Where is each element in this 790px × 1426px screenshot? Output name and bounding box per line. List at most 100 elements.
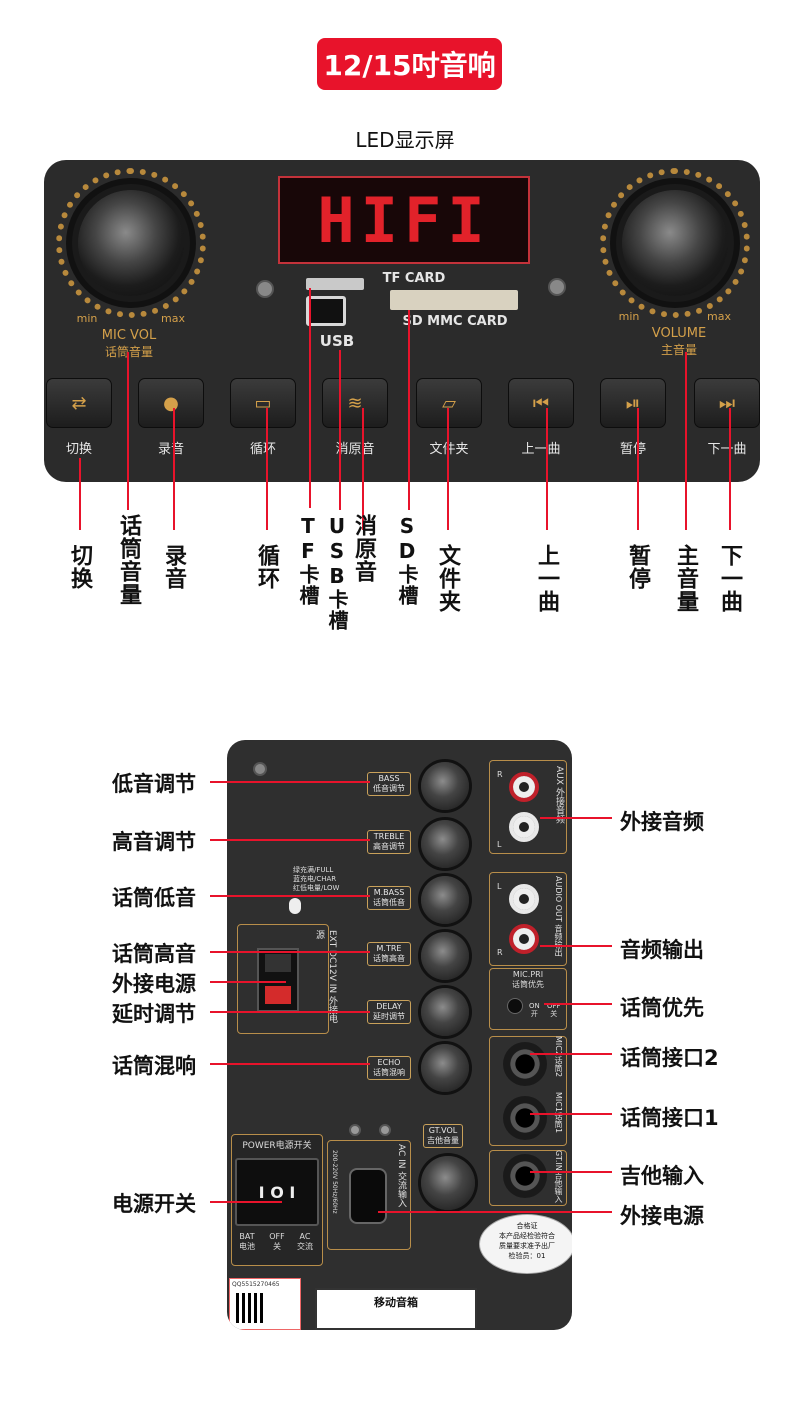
mic-volume-knob[interactable] xyxy=(78,190,184,296)
switch-button[interactable]: ⇄ xyxy=(46,378,112,428)
mic-priority-title-en: MIC.PRI xyxy=(512,970,544,979)
master-volume-knob[interactable] xyxy=(622,190,728,296)
mic2-label: MIC2话筒2 xyxy=(554,1036,563,1078)
certificate-line3: 检验员：01 xyxy=(508,1252,546,1260)
next-button[interactable]: ⏭ xyxy=(694,378,760,428)
volume-knob-min: min xyxy=(618,310,640,323)
callout-line xyxy=(127,352,129,510)
ext-dc-label: EXT DC12V IN 外接电源 xyxy=(314,930,337,1023)
mic-knob-scale xyxy=(56,168,206,318)
power-ac-cn: 交流 xyxy=(297,1242,313,1251)
ac-socket[interactable] xyxy=(349,1168,387,1224)
qr-sticker-phone: QQ5515270465 xyxy=(232,1281,280,1288)
guitar-in-box xyxy=(489,1150,567,1206)
loop-button-label: 循环 xyxy=(249,442,276,457)
bass-knob[interactable] xyxy=(421,762,469,810)
charge-status-legend: 绿充满/FULL 蓝充电/CHAR 红低电量/LOW xyxy=(293,866,339,893)
callout-line xyxy=(447,408,449,530)
screw-icon xyxy=(349,1124,361,1136)
callout-mic-1: 话筒接口1 xyxy=(620,1106,719,1130)
power-bat-en: BAT xyxy=(239,1232,255,1241)
screw-icon xyxy=(379,1124,391,1136)
record-button[interactable]: ● xyxy=(138,378,204,428)
title-badge: 12/15吋音响 xyxy=(317,38,502,90)
mic-bass-knob[interactable] xyxy=(421,876,469,924)
callout-line xyxy=(540,945,612,947)
mic-treble-knob[interactable] xyxy=(421,932,469,980)
loop-button[interactable]: ▭ xyxy=(230,378,296,428)
dc-terminal-black[interactable] xyxy=(265,954,291,972)
led-display-text: HIFI xyxy=(317,183,491,257)
callout-line xyxy=(530,1171,612,1173)
delay-tag-en: DELAY xyxy=(376,1002,402,1011)
charge-status-charging: 蓝充电/CHAR xyxy=(293,875,337,883)
callout-line xyxy=(362,408,364,530)
guitar-volume-knob[interactable] xyxy=(421,1156,475,1210)
certificate-line1: 本产品经检验符合 xyxy=(499,1232,555,1240)
delay-knob[interactable] xyxy=(421,988,469,1036)
guitar-volume-tag-cn: 吉他音量 xyxy=(427,1136,459,1145)
certificate-sticker: 合格证 本产品经检验符合 质量要求准予出厂 检验员：01 xyxy=(479,1214,572,1274)
audio-out-label: AUDIO OUT 音频输出 xyxy=(554,876,563,957)
ac-in-box xyxy=(327,1140,411,1250)
power-switch-title: POWER电源开关 xyxy=(242,1141,312,1151)
callout-mic-volume: 话筒音量 xyxy=(116,514,141,606)
qr-code-icon xyxy=(236,1293,266,1323)
guitar-jack[interactable] xyxy=(503,1154,547,1198)
aux-box xyxy=(489,760,567,854)
switch-icon: ⇄ xyxy=(71,392,87,414)
screw-icon xyxy=(253,762,267,776)
next-button-label: 下一曲 xyxy=(707,442,747,457)
usb-slot[interactable] xyxy=(306,296,346,326)
certificate-title: 合格证 xyxy=(516,1222,538,1230)
bass-tag-en: BASS xyxy=(378,774,400,783)
aux-jack-r[interactable] xyxy=(509,772,539,802)
treble-tag-en: TREBLE xyxy=(373,832,405,841)
callout-record: 录音 xyxy=(161,544,186,590)
audio-out-jack-r[interactable] xyxy=(509,924,539,954)
charge-led-icon xyxy=(289,898,301,914)
guitar-in-label: GT.IN吉他输入 xyxy=(554,1150,563,1203)
power-rocker-switch[interactable]: I O I xyxy=(235,1158,319,1226)
callout-line xyxy=(210,1201,282,1203)
dc-terminal-red[interactable] xyxy=(265,986,291,1004)
mic-priority-off-cn: 关 xyxy=(550,1010,558,1018)
callout-bass: 低音调节 xyxy=(112,772,196,796)
mic-vol-label-cn: 话筒音量 xyxy=(84,343,174,360)
power-off-cn: 关 xyxy=(273,1242,281,1251)
previous-button[interactable]: ⏮ xyxy=(508,378,574,428)
callout-tf-slot: TF卡槽 xyxy=(296,514,320,606)
callout-mic-2: 话筒接口2 xyxy=(620,1046,719,1070)
sd-card-slot[interactable] xyxy=(390,290,518,310)
callout-previous: 上一曲 xyxy=(534,544,559,613)
record-button-label: 录音 xyxy=(157,442,184,457)
mic1-jack[interactable] xyxy=(503,1096,547,1140)
play-pause-button[interactable]: ⏯ xyxy=(600,378,666,428)
tf-card-slot[interactable] xyxy=(306,278,364,290)
folder-icon: ▱ xyxy=(442,392,456,414)
led-display: HIFI xyxy=(278,176,530,264)
callout-line xyxy=(546,408,548,530)
echo-knob[interactable] xyxy=(421,1044,469,1092)
switch-button-label: 切换 xyxy=(65,442,92,457)
audio-out-jack-l[interactable] xyxy=(509,884,539,914)
mic-priority-title-cn: 话筒优先 xyxy=(512,980,544,989)
callout-usb-slot: USB卡槽 xyxy=(325,514,349,631)
mic-priority-switch[interactable] xyxy=(507,998,523,1014)
folder-button[interactable]: ▱ xyxy=(416,378,482,428)
callout-line xyxy=(210,895,370,897)
aux-jack-l[interactable] xyxy=(509,812,539,842)
charge-status-low: 红低电量/LOW xyxy=(293,884,340,892)
volume-knob-max: max xyxy=(707,310,731,323)
volume-knob-scale xyxy=(600,168,750,318)
vocal-remove-button[interactable]: ≋ xyxy=(322,378,388,428)
callout-line xyxy=(266,408,268,530)
aux-r-label: R xyxy=(497,770,503,779)
treble-knob[interactable] xyxy=(421,820,469,868)
mic2-jack[interactable] xyxy=(503,1042,547,1086)
delay-tag-cn: 延时调节 xyxy=(373,1012,405,1021)
previous-button-label: 上一曲 xyxy=(521,442,561,457)
